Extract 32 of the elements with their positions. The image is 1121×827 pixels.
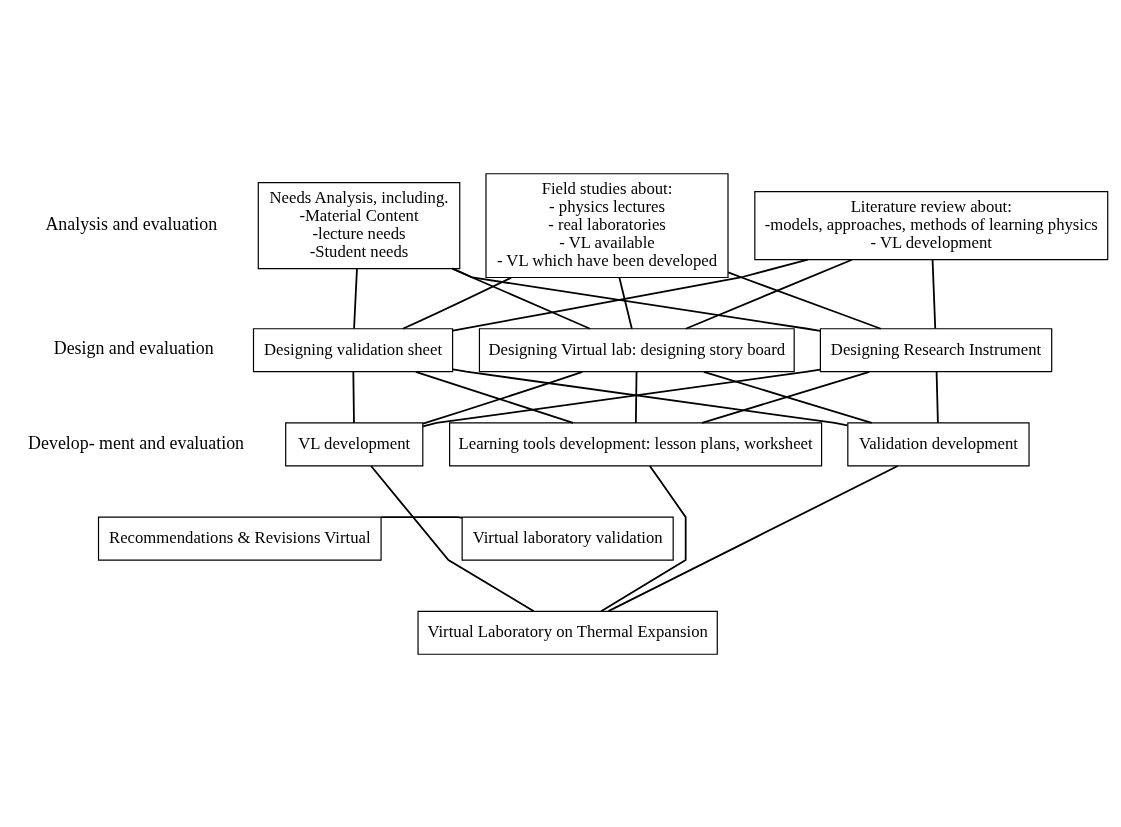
connector xyxy=(422,368,821,427)
node-box: VL development xyxy=(285,421,424,466)
connector xyxy=(607,464,899,612)
node-box: Field studies about: - physics lectures - real laboratories - VL available - VL which have been developed xyxy=(485,172,729,278)
node-box: Needs Analysis, including. -Material Content -lecture needs -Student needs xyxy=(257,181,461,269)
connector xyxy=(370,464,535,612)
connector xyxy=(634,370,638,424)
connector xyxy=(935,370,939,424)
node-box: Designing Research Instrument xyxy=(819,327,1053,372)
label: Develop- ment and evaluation xyxy=(28,432,245,453)
label: Design and evaluation xyxy=(53,337,214,358)
connector xyxy=(727,271,882,330)
node-box: Designing validation sheet xyxy=(252,327,454,372)
node-box: Virtual Laboratory on Thermal Expansion xyxy=(417,610,718,655)
node-box: Learning tools development: lesson plans, worksheet xyxy=(449,421,823,466)
connector xyxy=(452,367,849,426)
node-box: Validation development xyxy=(847,421,1030,466)
connector xyxy=(931,258,937,329)
connector xyxy=(401,276,513,330)
connector xyxy=(451,258,809,331)
connector xyxy=(684,258,853,330)
node-box: Virtual laboratory validation xyxy=(461,516,674,561)
connector xyxy=(380,515,463,519)
connector xyxy=(618,276,633,330)
node-box: Designing Virtual lab: designing story board xyxy=(478,327,795,372)
node-box: Recommendations & Revisions Virtual xyxy=(97,516,382,561)
connector xyxy=(451,267,821,332)
connector xyxy=(600,464,687,612)
connector xyxy=(352,370,355,424)
connector xyxy=(353,267,358,329)
node-box: Literature review about: -models, approaches, methods of learning physics - VL development xyxy=(754,190,1109,260)
label: Analysis and evaluation xyxy=(45,213,218,234)
